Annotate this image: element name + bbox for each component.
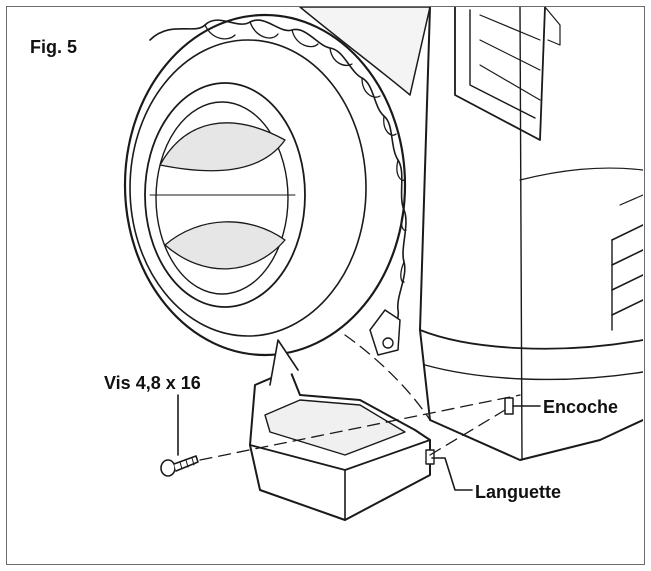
housing-body: [299, 7, 643, 461]
notch-callout: Encoche: [543, 397, 619, 417]
figure-title: Fig. 5: [30, 37, 78, 57]
wheel: [123, 13, 407, 357]
foot-piece: [249, 339, 435, 521]
tab-callout: Languette: [475, 482, 562, 502]
screw: [160, 455, 199, 477]
leader-lines: [177, 394, 541, 491]
alignment-lines: [199, 334, 521, 461]
screw-callout: Vis 4,8 x 16: [104, 373, 201, 393]
